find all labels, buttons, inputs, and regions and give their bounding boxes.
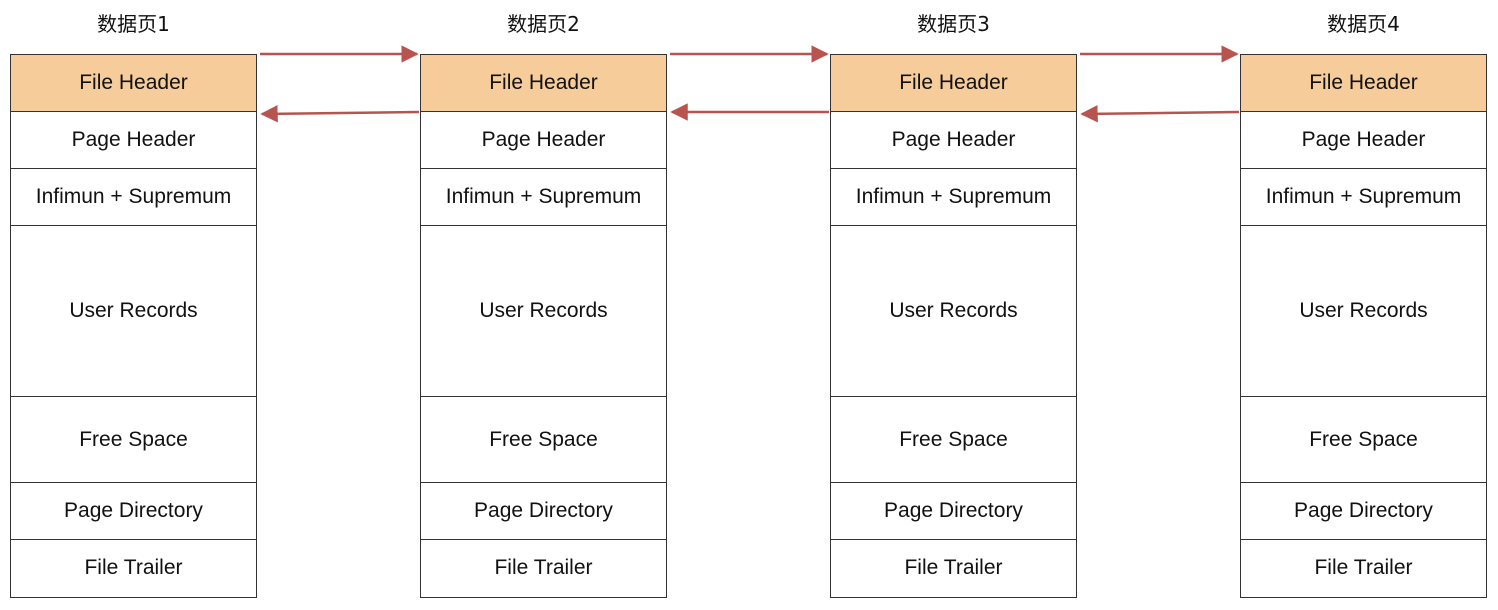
file-trailer-section: File Trailer: [1314, 556, 1413, 579]
file-header-section: File Header: [421, 55, 666, 112]
page-box: File Header Page Header Infimun + Suprem…: [1240, 54, 1487, 598]
file-trailer-section: File Trailer: [84, 556, 183, 579]
user-records-section: User Records: [11, 226, 256, 397]
user-records-section: User Records: [1241, 226, 1486, 397]
page-box: File Header Page Header Infimun + Suprem…: [10, 54, 257, 598]
file-trailer-section: File Trailer: [904, 556, 1003, 579]
page-title: 数据页1: [97, 12, 170, 36]
file-header-section: File Header: [1241, 55, 1486, 112]
page-directory-section: Page Directory: [1241, 483, 1486, 540]
page-title: 数据页3: [917, 12, 990, 36]
infimum-supremum-section: Infimun + Supremum: [421, 169, 666, 226]
user-records-section: User Records: [421, 226, 666, 397]
free-space-section: Free Space: [421, 397, 666, 483]
page-directory-section: Page Directory: [421, 483, 666, 540]
page-header-section: Page Header: [831, 112, 1076, 169]
infimum-supremum-section: Infimun + Supremum: [11, 169, 256, 226]
page-title: 数据页4: [1327, 12, 1400, 36]
free-space-section: Free Space: [831, 397, 1076, 483]
page-header-section: Page Header: [1241, 112, 1486, 169]
free-space-section: Free Space: [11, 397, 256, 483]
infimum-supremum-section: Infimun + Supremum: [1241, 169, 1486, 226]
prev-arrow-4-to-3: [1080, 105, 1240, 123]
infimum-supremum-section: Infimun + Supremum: [831, 169, 1076, 226]
prev-arrow-2-to-1: [260, 105, 420, 123]
page-header-section: Page Header: [11, 112, 256, 169]
free-space-section: Free Space: [1241, 397, 1486, 483]
page-directory-section: Page Directory: [11, 483, 256, 540]
page-header-section: Page Header: [421, 112, 666, 169]
file-header-section: File Header: [831, 55, 1076, 112]
page-box: File Header Page Header Infimun + Suprem…: [420, 54, 667, 598]
page-box: File Header Page Header Infimun + Suprem…: [830, 54, 1077, 598]
page-directory-section: Page Directory: [831, 483, 1076, 540]
file-header-section: File Header: [11, 55, 256, 112]
page-title: 数据页2: [507, 12, 580, 36]
user-records-section: User Records: [831, 226, 1076, 397]
file-trailer-section: File Trailer: [494, 556, 593, 579]
